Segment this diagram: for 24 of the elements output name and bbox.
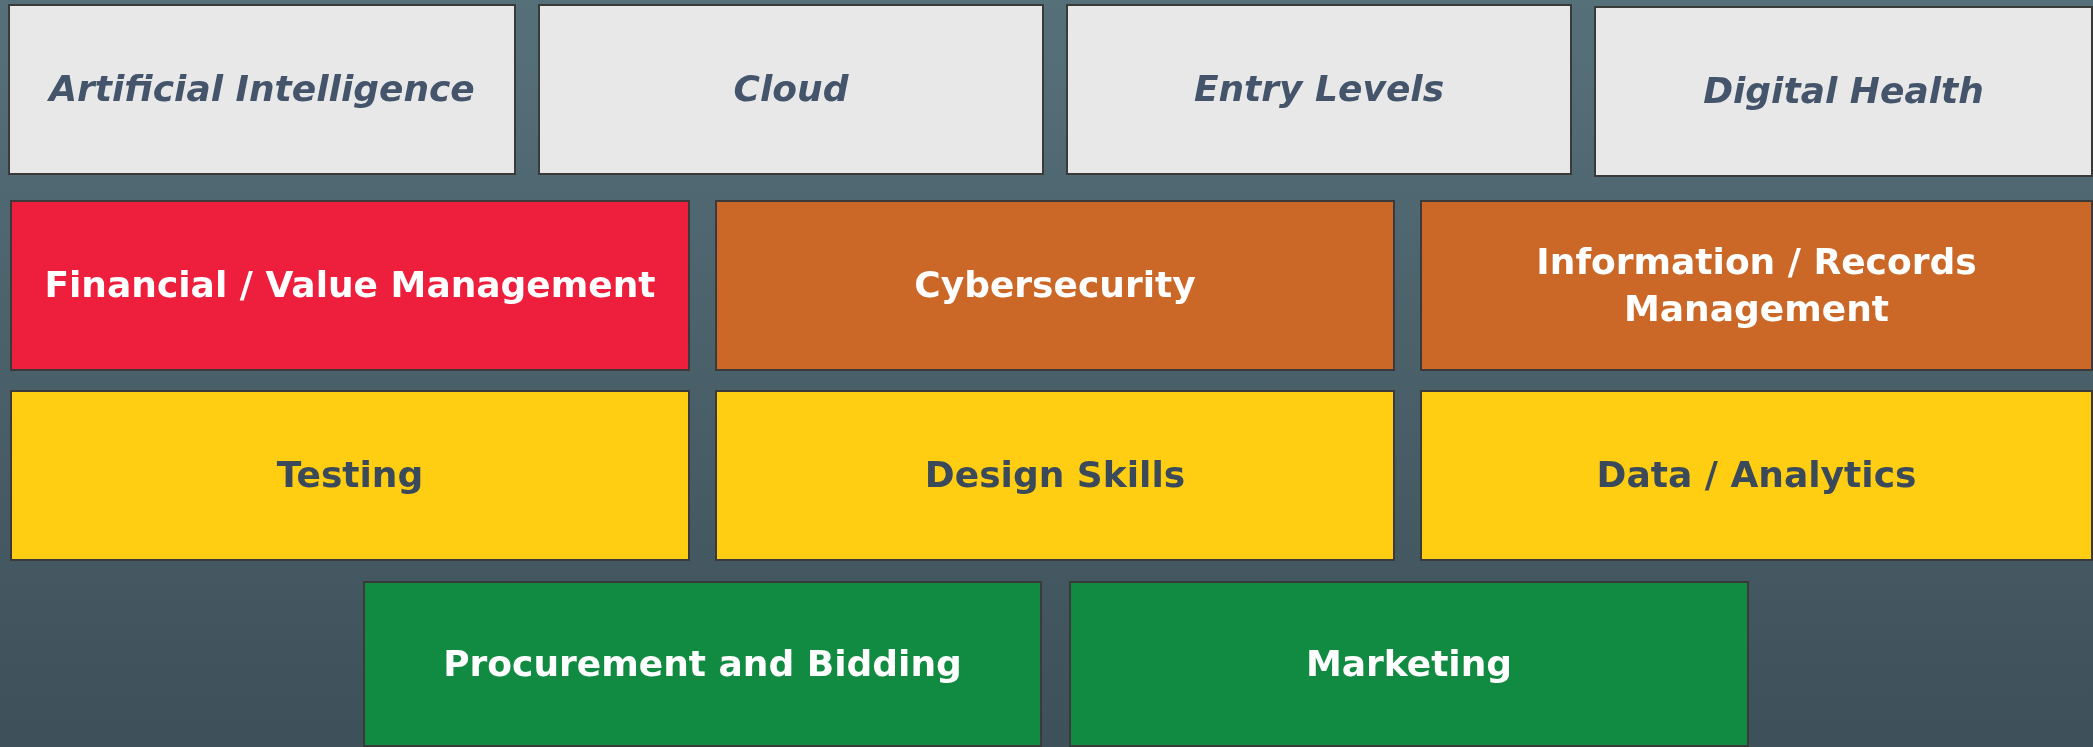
skill-label: Data / Analytics	[1596, 453, 1917, 498]
skill-box	[1069, 581, 1749, 747]
skill-box	[1066, 4, 1572, 175]
skill-label: Digital Health	[1703, 69, 1984, 114]
skill-label: Cybersecurity	[914, 263, 1196, 308]
skill-box	[1420, 390, 2093, 561]
skill-box	[715, 390, 1395, 561]
skill-box	[363, 581, 1042, 747]
skill-box	[715, 200, 1395, 371]
skill-box	[10, 390, 690, 561]
skill-label: Financial / Value Management	[44, 263, 656, 308]
skill-label: Testing	[276, 453, 424, 498]
skill-label: Artificial Intelligence	[49, 67, 475, 112]
skill-box	[8, 4, 516, 175]
skill-label: Entry Levels	[1193, 67, 1445, 112]
skill-label: Marketing	[1305, 641, 1513, 686]
skill-label: Cloud	[733, 67, 849, 112]
skill-label: Procurement and Bidding	[443, 641, 962, 686]
skill-box	[1420, 200, 2093, 371]
skill-box	[1594, 6, 2093, 177]
skill-label: Design Skills	[924, 453, 1186, 498]
skill-box	[10, 200, 690, 371]
skill-box	[538, 4, 1044, 175]
skill-label: Information / Records Management	[1535, 239, 1978, 331]
